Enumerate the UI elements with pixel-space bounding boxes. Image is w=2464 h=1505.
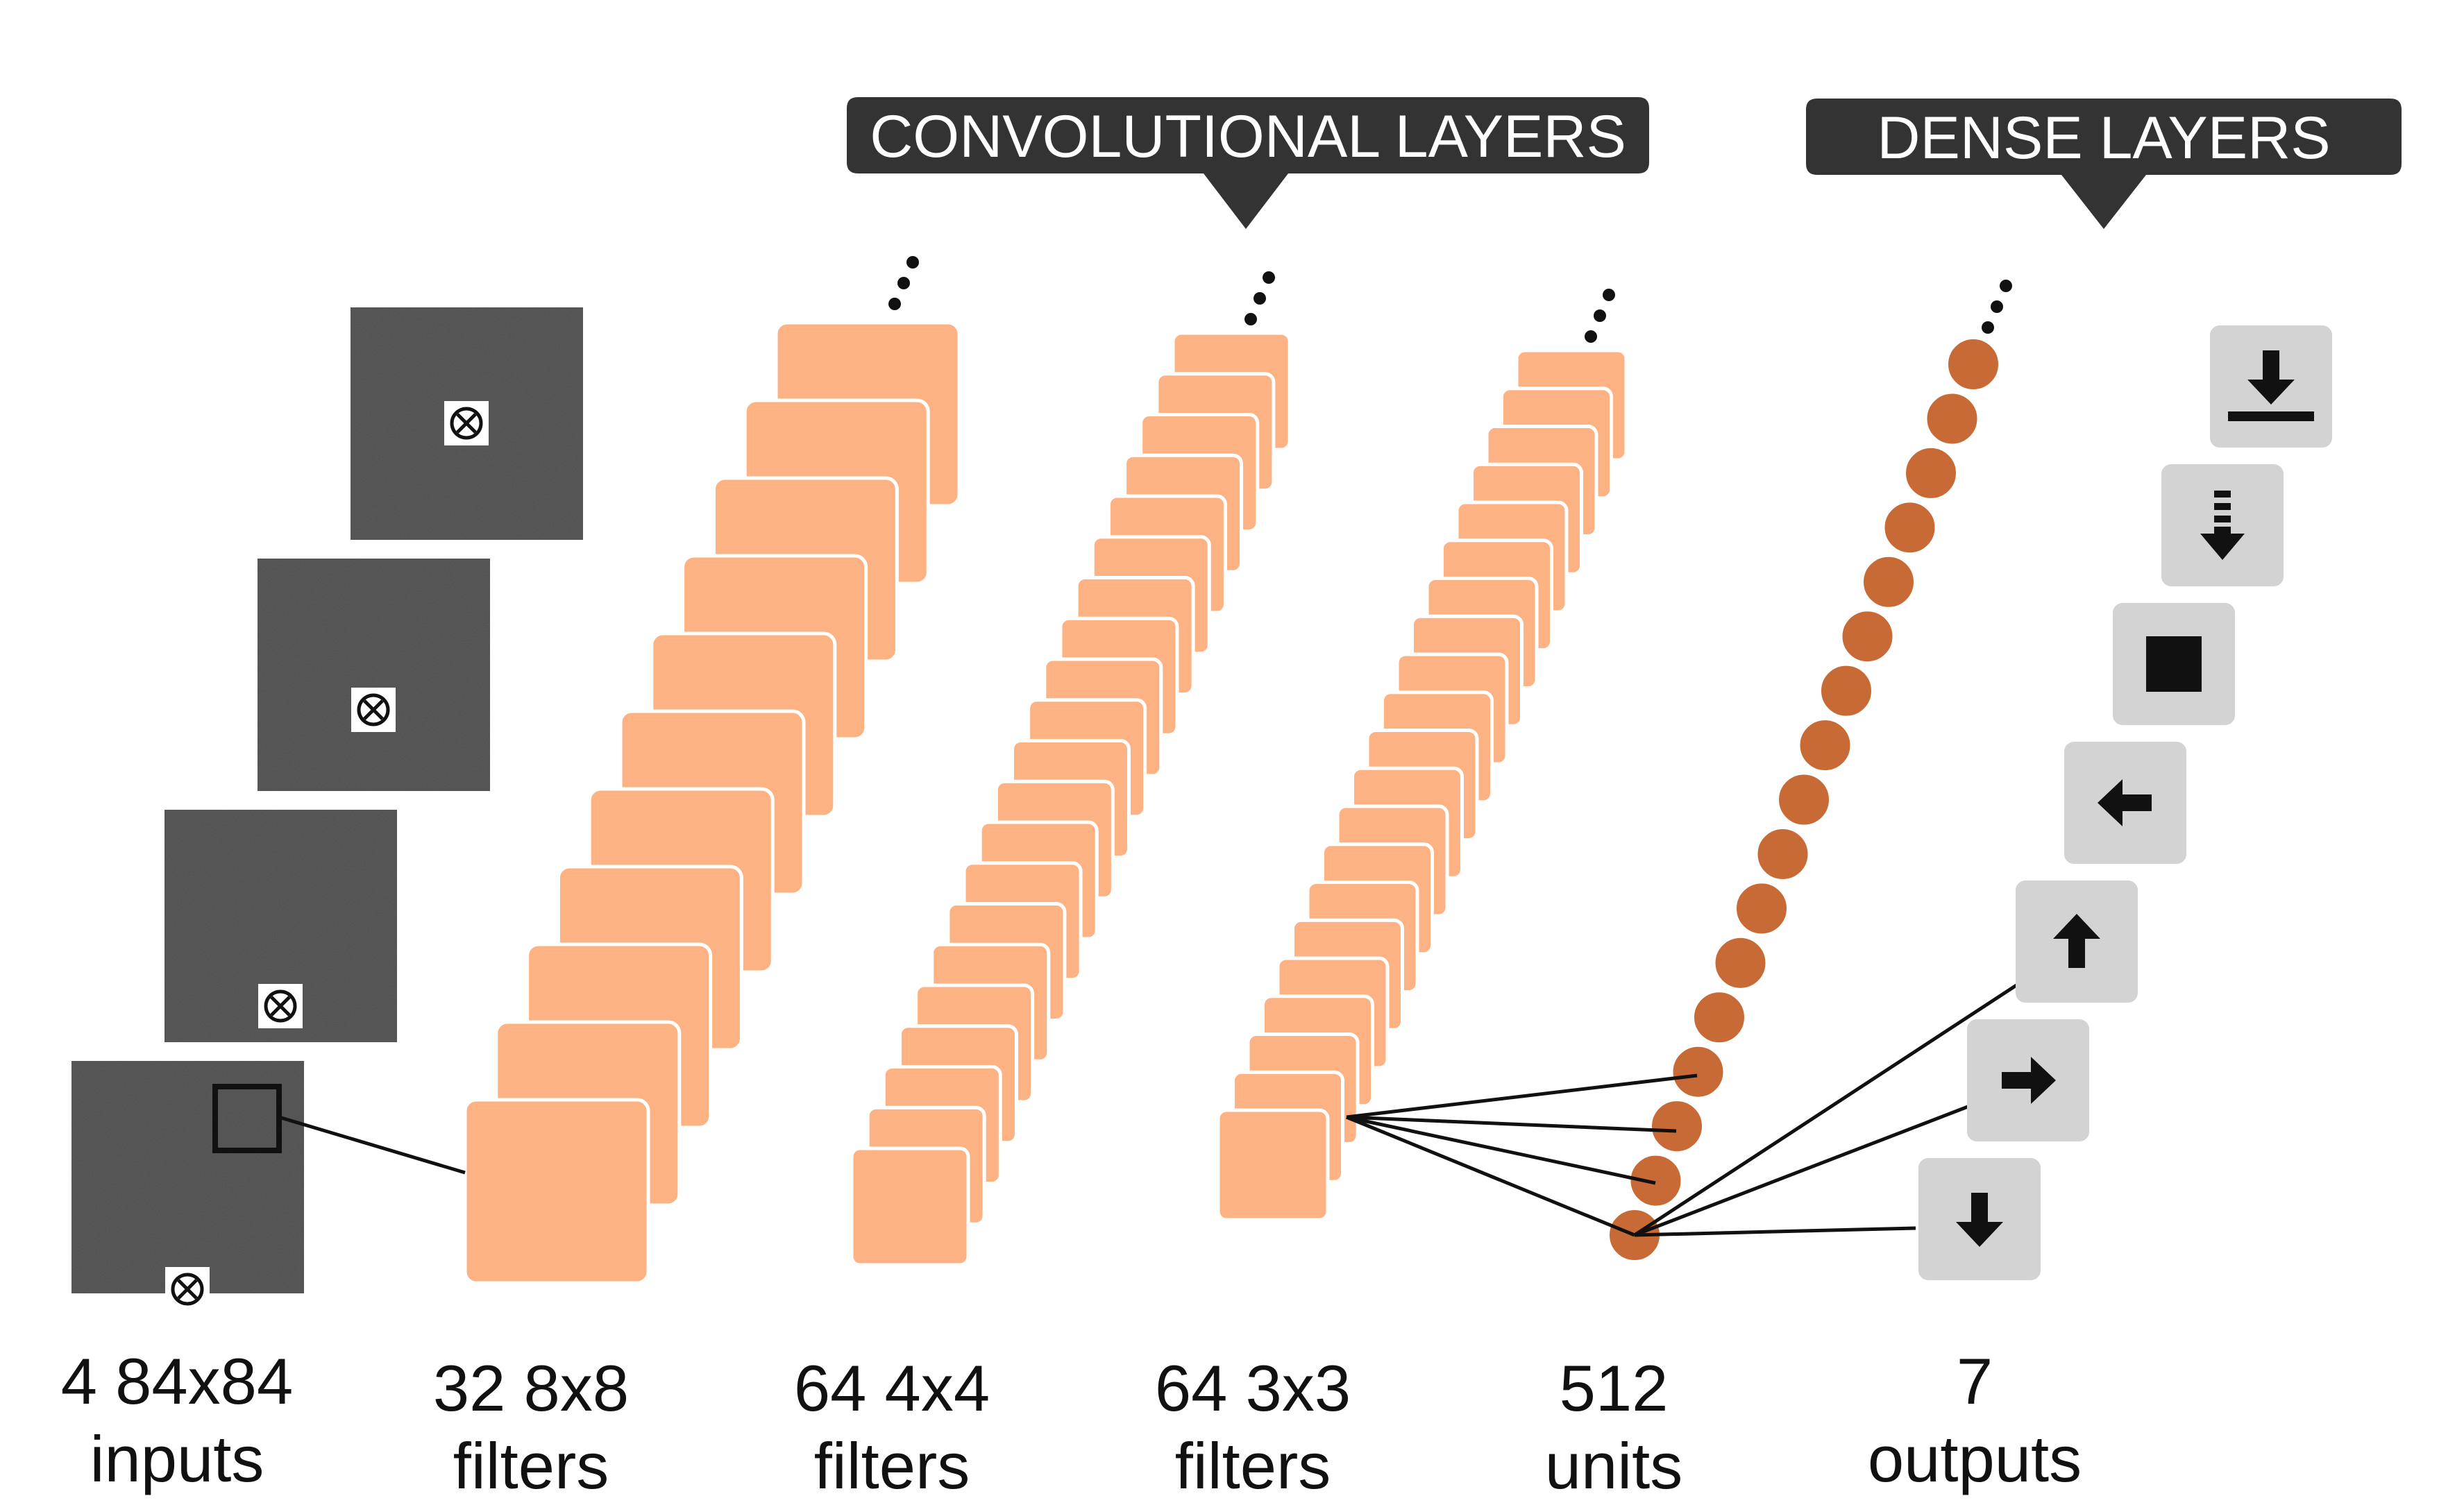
dense-callout-label: DENSE LAYERS (1877, 105, 2330, 171)
dense-unit (1819, 663, 1874, 719)
ellipsis-dot (906, 256, 919, 269)
connection-lines (278, 983, 2018, 1237)
dense-unit (1670, 1044, 1726, 1100)
label-outputs: 7 outputs (1794, 1343, 2155, 1498)
conv3-filter-stack (1216, 348, 1628, 1222)
dense-unit (1903, 445, 1959, 501)
dense-unit (1797, 717, 1853, 774)
ellipsis-dot (1603, 289, 1615, 301)
label-conv1-line1: 32 8x8 (432, 1352, 630, 1425)
continuation-dots (888, 256, 2012, 343)
dense-unit (1649, 1098, 1705, 1155)
input-frame (351, 307, 583, 540)
ellipsis-dot (1982, 321, 1994, 334)
right-arrow-icon (1967, 1019, 2089, 1141)
ellipsis-dot (1585, 330, 1597, 343)
dense-callout-box (1806, 99, 2402, 229)
ellipsis-dot (1594, 309, 1606, 322)
label-inputs: 4 84x84 inputs (0, 1343, 357, 1498)
conv-callout-box (847, 97, 1649, 229)
label-units: 512 units (1433, 1350, 1794, 1505)
dense-unit (1734, 881, 1789, 937)
dense-unit (1628, 1153, 1684, 1209)
dense-unit (1691, 989, 1747, 1046)
connection-line (1346, 1115, 1677, 1133)
label-conv1-line2: filters (453, 1429, 609, 1502)
soft-drop-icon (2161, 464, 2284, 586)
player-marker-icon (165, 1267, 210, 1311)
ellipsis-dot (1991, 300, 2003, 313)
dense-units (1607, 337, 2001, 1263)
connection-line (278, 1115, 466, 1175)
input-frames (71, 307, 583, 1311)
dense-unit (1946, 337, 2001, 392)
dense-unit (1755, 826, 1811, 882)
label-conv2-line2: filters (813, 1429, 970, 1502)
label-conv2: 64 4x4 filters (711, 1350, 1072, 1505)
player-marker-icon (351, 688, 396, 732)
filter-map (1216, 1108, 1330, 1222)
up-arrow-icon (2016, 881, 2138, 1003)
player-marker-icon (444, 401, 489, 445)
label-units-line1: 512 (1559, 1352, 1669, 1425)
action-outputs (1918, 325, 2332, 1280)
input-frame (258, 559, 490, 791)
ellipsis-dot (1244, 313, 1257, 325)
label-conv3-line1: 64 3x3 (1154, 1352, 1351, 1425)
conv2-filter-stack (850, 331, 1292, 1267)
conv1-filter-stack (463, 321, 961, 1285)
conv-callout-label: CONVOLUTIONAL LAYERS (870, 103, 1626, 170)
connection-line (1346, 1073, 1698, 1119)
input-frame (71, 1061, 304, 1311)
connection-line (1346, 1115, 1656, 1185)
dense-unit (1882, 500, 1938, 556)
connection-line (1634, 1105, 1968, 1237)
dense-unit (1776, 772, 1832, 828)
player-marker-icon (258, 984, 303, 1028)
down-arrow-icon (1918, 1158, 2041, 1280)
filter-map (463, 1098, 650, 1285)
connection-line (1633, 983, 2018, 1237)
label-inputs-line2: inputs (90, 1422, 264, 1495)
ellipsis-dot (2000, 280, 2012, 292)
label-outputs-line2: outputs (1867, 1422, 2082, 1495)
connection-line (1634, 1226, 1916, 1237)
stop-icon (2113, 603, 2235, 725)
label-conv3-line2: filters (1174, 1429, 1331, 1502)
dense-unit (1924, 391, 1980, 447)
dense-layers-callout: DENSE LAYERS (1806, 99, 2402, 229)
ellipsis-dot (1263, 271, 1275, 284)
label-conv2-line1: 64 4x4 (793, 1352, 990, 1425)
dense-unit (1861, 554, 1916, 610)
ellipsis-dot (888, 298, 901, 310)
label-units-line2: units (1544, 1429, 1683, 1502)
filter-map (850, 1146, 970, 1267)
ellipsis-dot (1254, 292, 1266, 305)
dense-unit (1839, 609, 1896, 665)
connection-line (1346, 1115, 1635, 1237)
label-outputs-line1: 7 (1956, 1345, 1993, 1418)
ellipsis-dot (897, 277, 910, 289)
input-frame (164, 810, 397, 1042)
dense-unit (1712, 935, 1769, 991)
label-conv1: 32 8x8 filters (351, 1350, 711, 1505)
conv-layers-callout: CONVOLUTIONAL LAYERS (847, 97, 1649, 229)
label-conv3: 64 3x3 filters (1072, 1350, 1433, 1505)
label-inputs-line1: 4 84x84 (60, 1345, 294, 1418)
left-arrow-icon (2064, 742, 2186, 864)
drop-icon (2210, 325, 2332, 448)
